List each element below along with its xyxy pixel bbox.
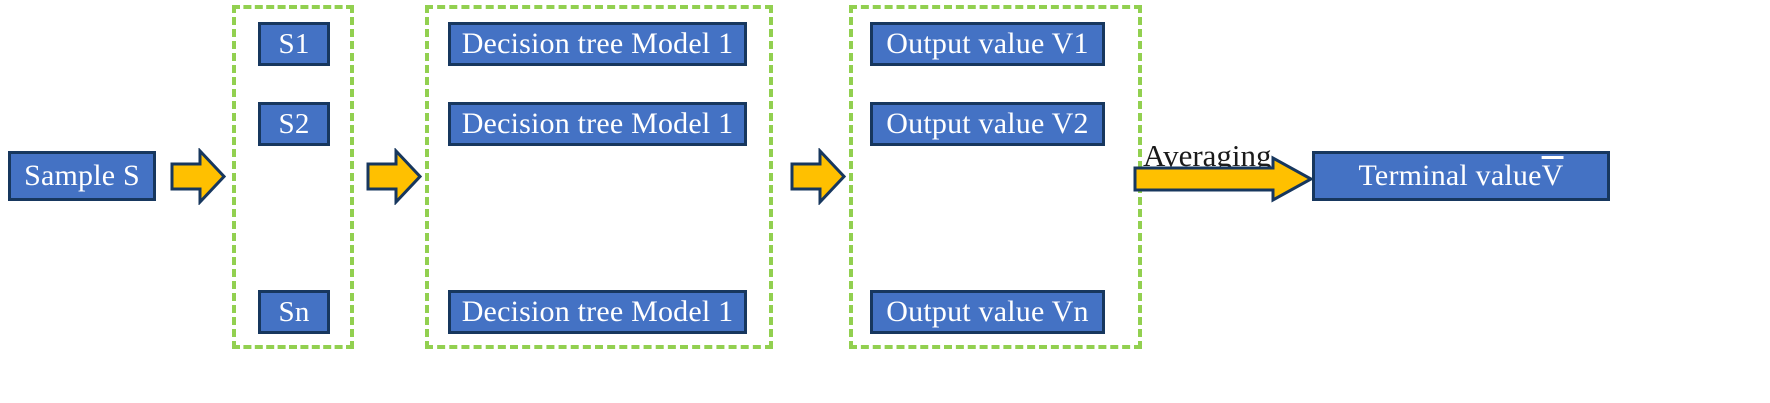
model-box-2: Decision tree Model 1: [448, 102, 747, 146]
sample-input-box: Sample S: [8, 151, 156, 201]
sample-box-s1: S1: [258, 22, 330, 66]
models-group: [425, 5, 773, 349]
model-box-1: Decision tree Model 1: [448, 22, 747, 66]
arrow-samples-to-models: [366, 148, 422, 205]
output-box-v2: Output value V2: [870, 102, 1105, 146]
samples-group: [232, 5, 354, 349]
terminal-value-symbol: V: [1541, 159, 1564, 192]
model-box-n: Decision tree Model 1: [448, 290, 747, 334]
arrow-models-to-outputs: [790, 148, 846, 205]
arrow-sample-to-samples: [170, 148, 226, 205]
averaging-label: Averaging: [1143, 138, 1272, 173]
terminal-value-box: Terminal value V: [1312, 151, 1610, 201]
sample-box-sn: Sn: [258, 290, 330, 334]
output-box-vn: Output value Vn: [870, 290, 1105, 334]
output-box-v1: Output value V1: [870, 22, 1105, 66]
sample-box-s2: S2: [258, 102, 330, 146]
terminal-value-prefix: Terminal value: [1358, 159, 1542, 192]
arrow-averaging: [1133, 155, 1313, 203]
